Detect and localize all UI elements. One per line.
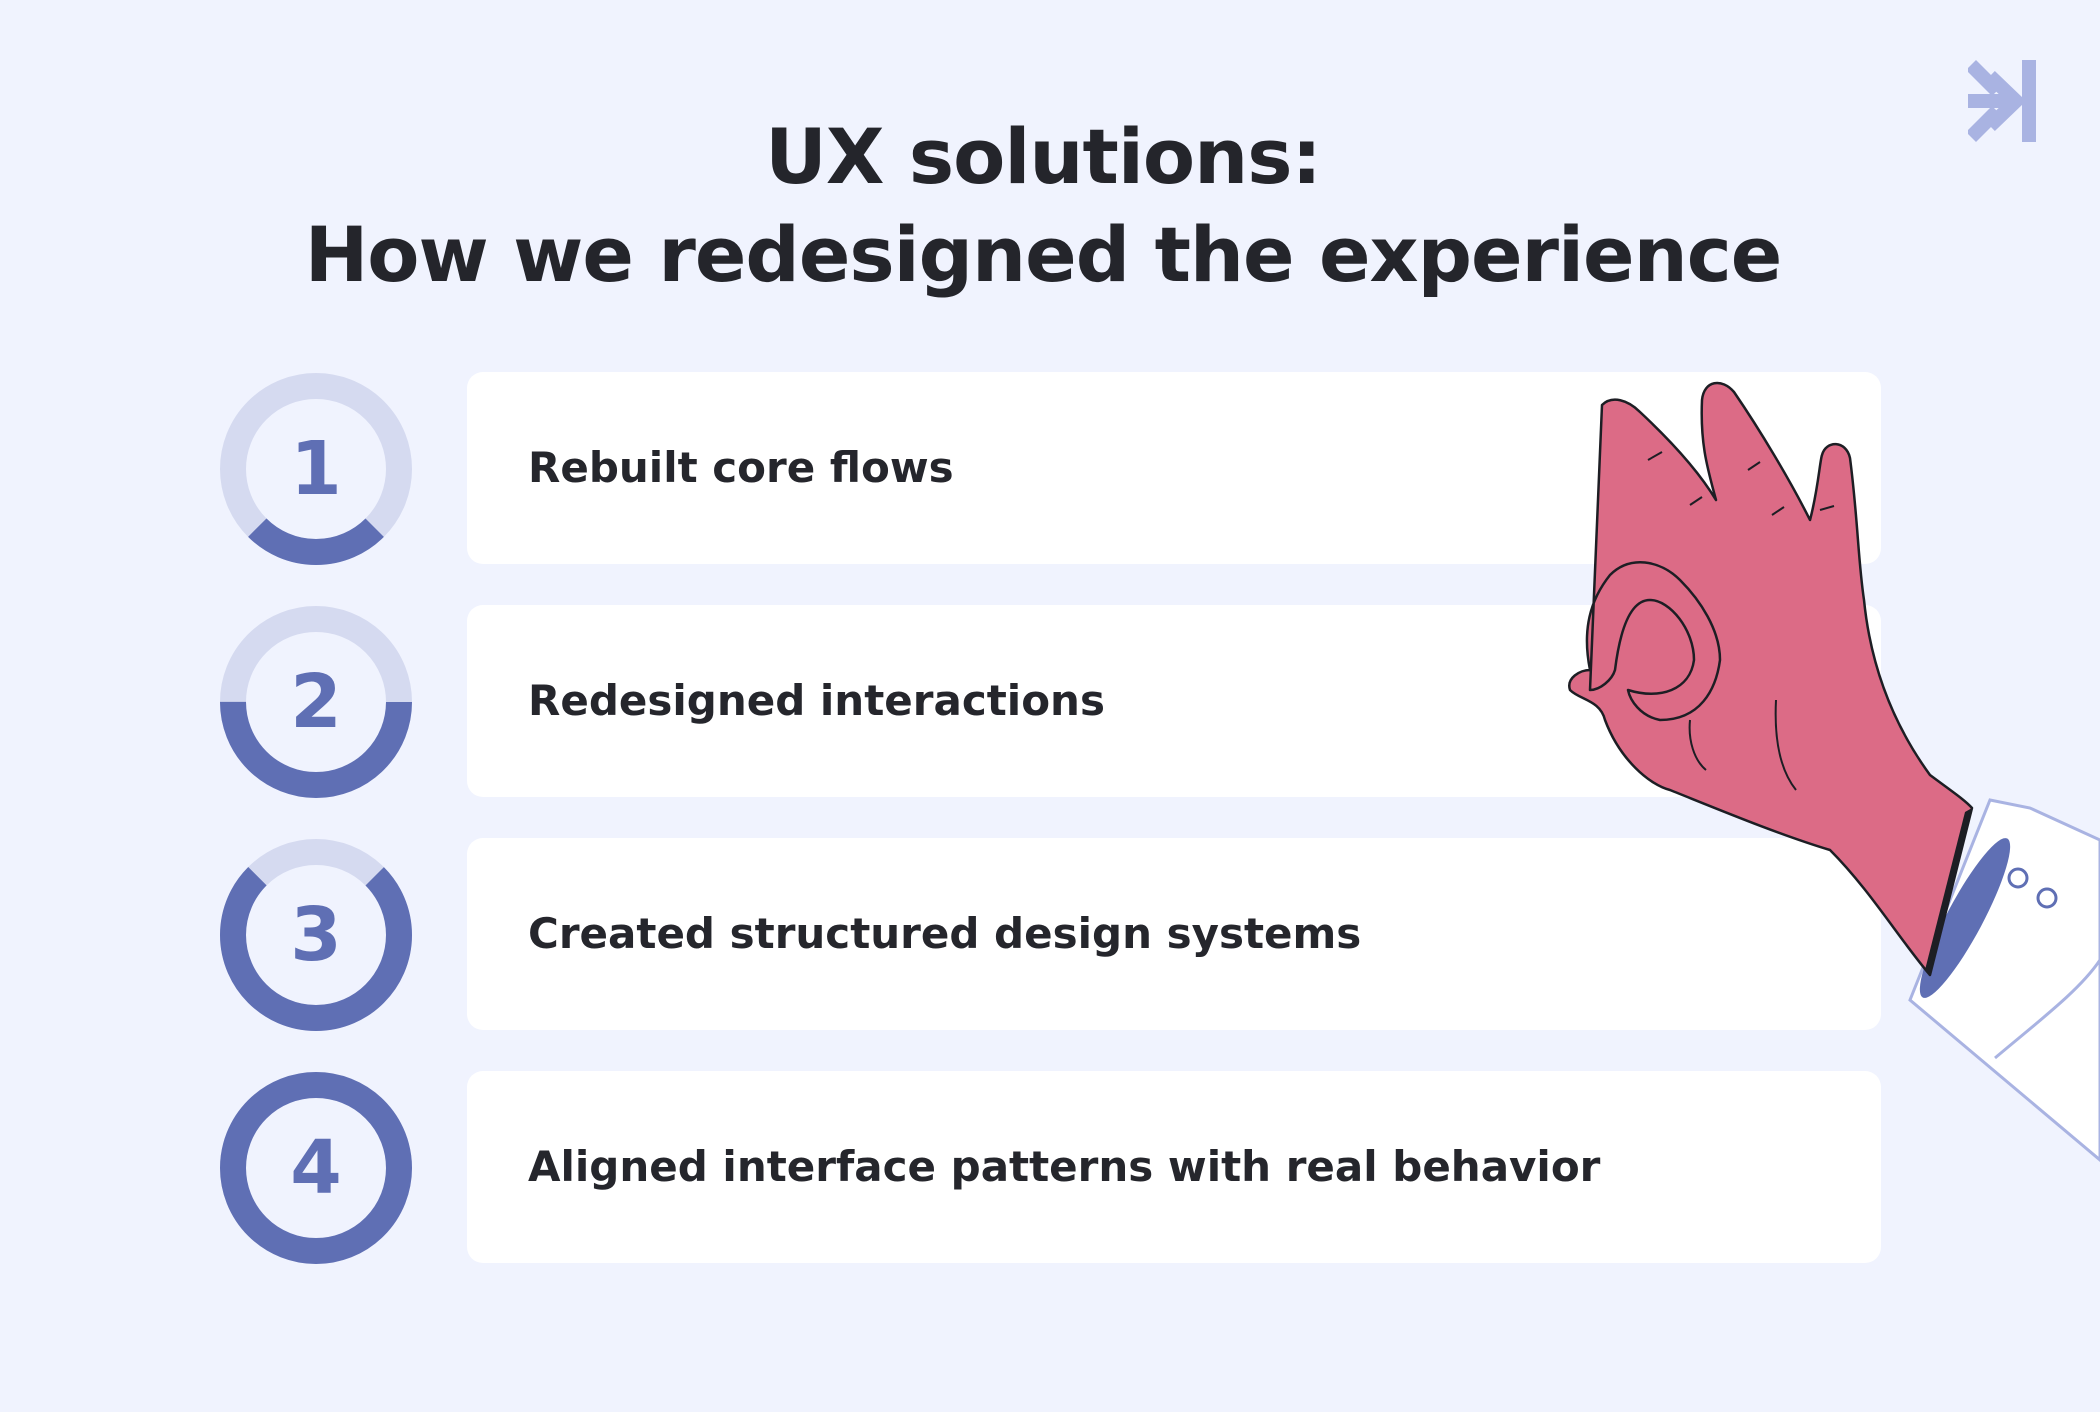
step-3-card: Created structured design systems bbox=[467, 838, 1881, 1030]
step-4-label: Aligned interface patterns with real beh… bbox=[528, 1142, 1601, 1191]
step-4-progress-arc bbox=[220, 1072, 412, 1264]
page-title: UX solutions: How we redesigned the expe… bbox=[0, 108, 2086, 304]
arrow-into-bar-logo-icon bbox=[1968, 60, 2036, 142]
page-title-line-2: How we redesigned the experience bbox=[304, 210, 1783, 299]
step-4-number: 4 bbox=[290, 1125, 342, 1211]
step-4-progress-ring: 4 bbox=[219, 1071, 413, 1265]
page-title-line-1: UX solutions: bbox=[765, 112, 1322, 201]
step-3-label: Created structured design systems bbox=[528, 909, 1362, 958]
ok-hand-gesture-icon bbox=[1568, 381, 2100, 1162]
step-2-progress-ring: 2 bbox=[219, 605, 413, 799]
step-2-progress-arc bbox=[220, 606, 412, 798]
step-1-label: Rebuilt core flows bbox=[528, 443, 954, 492]
step-3-progress-ring: 3 bbox=[219, 838, 413, 1032]
step-1-progress-arc bbox=[220, 373, 412, 565]
step-1-number: 1 bbox=[290, 426, 342, 512]
step-2-number: 2 bbox=[290, 659, 342, 745]
step-1-progress-ring: 1 bbox=[219, 372, 413, 566]
step-3-number: 3 bbox=[290, 892, 342, 978]
step-2-label: Redesigned interactions bbox=[528, 676, 1105, 725]
step-4-card: Aligned interface patterns with real beh… bbox=[467, 1071, 1881, 1263]
